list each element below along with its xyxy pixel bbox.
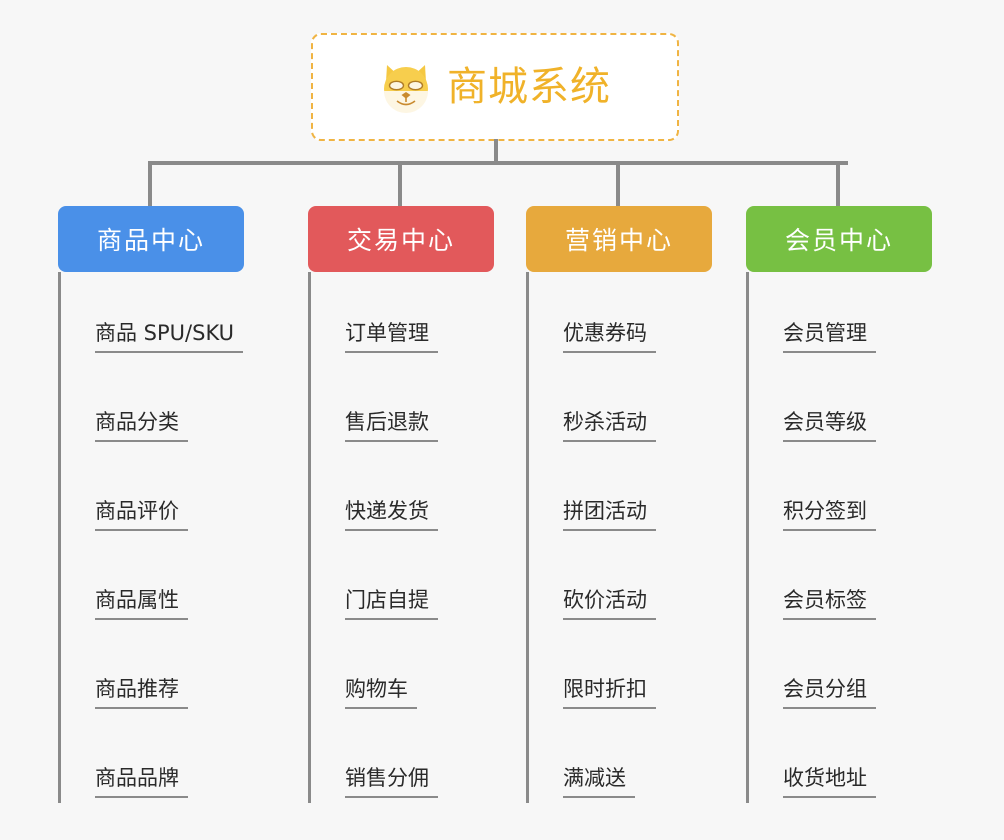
leaf-list-product: 商品 SPU/SKU 商品分类 商品评价 商品属性 商品推荐 商品品牌 [58, 272, 244, 803]
connector-horizontal-bus [148, 161, 848, 165]
leaf-label: 商品属性 [95, 587, 188, 620]
leaf-label: 收货地址 [783, 765, 876, 798]
root-node[interactable]: 商城系统 [311, 33, 679, 141]
leaf-label: 商品评价 [95, 498, 188, 531]
category-label: 会员中心 [784, 226, 893, 255]
leaf-item[interactable]: 购物车 [324, 625, 494, 714]
connector-root-stem [494, 139, 498, 165]
category-header-member[interactable]: 会员中心 [746, 206, 932, 272]
leaf-item[interactable]: 会员分组 [762, 625, 932, 714]
leaf-label: 订单管理 [345, 320, 438, 353]
leaf-item[interactable]: 限时折扣 [542, 625, 712, 714]
shiba-dog-icon [379, 61, 433, 113]
leaf-item[interactable]: 商品分类 [74, 358, 244, 447]
leaf-item[interactable]: 商品 SPU/SKU [74, 272, 244, 358]
leaf-item[interactable]: 拼团活动 [542, 447, 712, 536]
leaf-list-trade: 订单管理 售后退款 快递发货 门店自提 购物车 销售分佣 [308, 272, 494, 803]
leaf-label: 会员等级 [783, 409, 876, 442]
category-label: 营销中心 [564, 226, 673, 255]
leaf-item[interactable]: 会员标签 [762, 536, 932, 625]
leaf-label: 积分签到 [783, 498, 876, 531]
leaf-item[interactable]: 售后退款 [324, 358, 494, 447]
leaf-item[interactable]: 商品推荐 [74, 625, 244, 714]
category-label: 商品中心 [96, 226, 205, 255]
leaf-item[interactable]: 商品属性 [74, 536, 244, 625]
leaf-item[interactable]: 优惠券码 [542, 272, 712, 358]
branch-column-member: 会员中心 会员管理 会员等级 积分签到 会员标签 会员分组 收货地址 [746, 206, 932, 803]
leaf-label: 快递发货 [345, 498, 438, 531]
leaf-label: 商品推荐 [95, 676, 188, 709]
category-header-trade[interactable]: 交易中心 [308, 206, 494, 272]
leaf-item[interactable]: 商品品牌 [74, 714, 244, 803]
category-header-product[interactable]: 商品中心 [58, 206, 244, 272]
leaf-item[interactable]: 门店自提 [324, 536, 494, 625]
leaf-label: 商品 SPU/SKU [95, 320, 244, 353]
leaf-list-marketing: 优惠券码 秒杀活动 拼团活动 砍价活动 限时折扣 满减送 [526, 272, 712, 803]
leaf-label: 秒杀活动 [563, 409, 656, 442]
leaf-item[interactable]: 商品评价 [74, 447, 244, 536]
leaf-label: 会员管理 [783, 320, 876, 353]
branch-column-product: 商品中心 商品 SPU/SKU 商品分类 商品评价 商品属性 商品推荐 商品品牌 [58, 206, 244, 803]
leaf-label: 商品品牌 [95, 765, 188, 798]
leaf-item[interactable]: 销售分佣 [324, 714, 494, 803]
connector-drop-2 [398, 161, 402, 206]
leaf-label: 拼团活动 [563, 498, 656, 531]
leaf-item[interactable]: 会员管理 [762, 272, 932, 358]
leaf-label: 会员标签 [783, 587, 876, 620]
leaf-item[interactable]: 收货地址 [762, 714, 932, 803]
leaf-item[interactable]: 砍价活动 [542, 536, 712, 625]
leaf-list-member: 会员管理 会员等级 积分签到 会员标签 会员分组 收货地址 [746, 272, 932, 803]
root-title: 商城系统 [447, 64, 611, 110]
connector-drop-3 [616, 161, 620, 206]
leaf-label: 限时折扣 [563, 676, 656, 709]
leaf-label: 优惠券码 [563, 320, 656, 353]
leaf-label: 商品分类 [95, 409, 188, 442]
leaf-label: 砍价活动 [563, 587, 656, 620]
leaf-item[interactable]: 秒杀活动 [542, 358, 712, 447]
category-header-marketing[interactable]: 营销中心 [526, 206, 712, 272]
leaf-label: 门店自提 [345, 587, 438, 620]
leaf-label: 满减送 [563, 765, 635, 798]
connector-drop-1 [148, 161, 152, 206]
leaf-item[interactable]: 订单管理 [324, 272, 494, 358]
category-label: 交易中心 [346, 226, 455, 255]
leaf-label: 会员分组 [783, 676, 876, 709]
leaf-item[interactable]: 积分签到 [762, 447, 932, 536]
leaf-item[interactable]: 快递发货 [324, 447, 494, 536]
leaf-label: 售后退款 [345, 409, 438, 442]
leaf-item[interactable]: 会员等级 [762, 358, 932, 447]
leaf-label: 购物车 [345, 676, 417, 709]
leaf-label: 销售分佣 [345, 765, 438, 798]
branch-column-trade: 交易中心 订单管理 售后退款 快递发货 门店自提 购物车 销售分佣 [308, 206, 494, 803]
leaf-item[interactable]: 满减送 [542, 714, 712, 803]
connector-drop-4 [836, 161, 840, 206]
branch-column-marketing: 营销中心 优惠券码 秒杀活动 拼团活动 砍价活动 限时折扣 满减送 [526, 206, 712, 803]
